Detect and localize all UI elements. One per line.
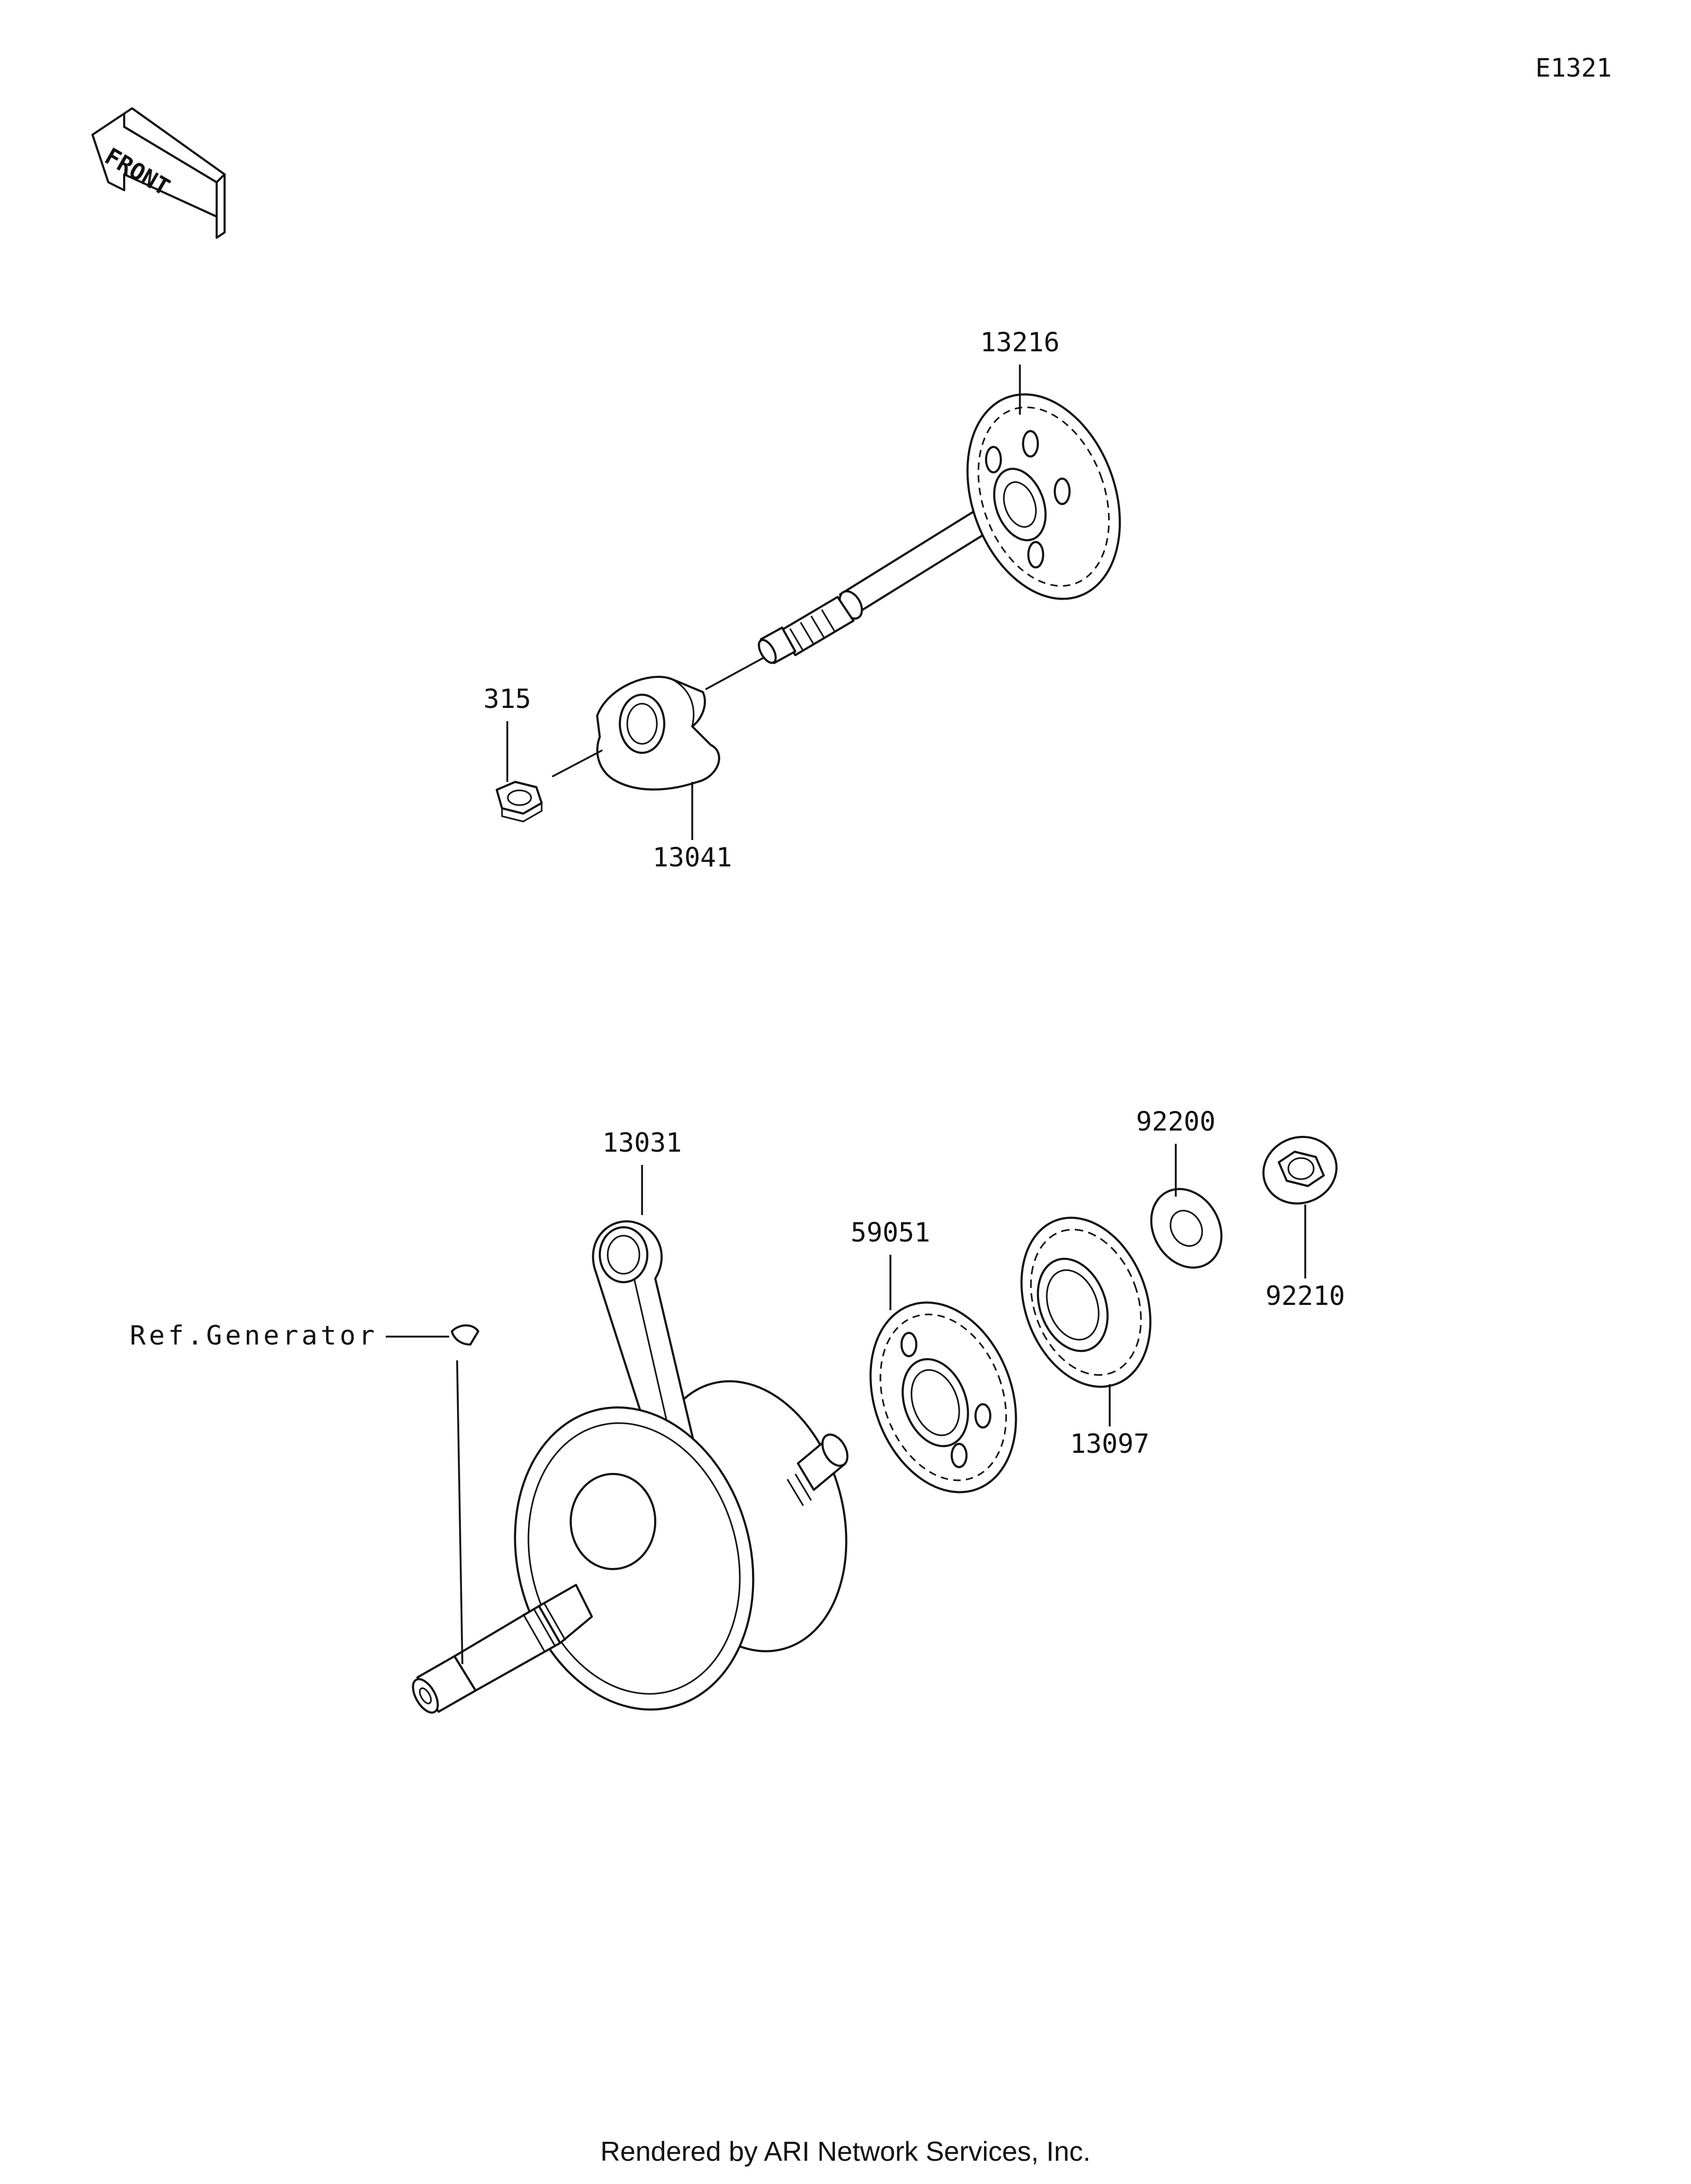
balancer-shaft[interactable] (756, 373, 1147, 666)
part-label-13097[interactable]: 13097 (1070, 1429, 1150, 1459)
balancer-drive-gear[interactable] (846, 1282, 1042, 1513)
shaft-gear-icon (966, 393, 1121, 600)
diagram-code: E1321 (1536, 53, 1612, 83)
part-label-13216[interactable]: 13216 (980, 327, 1060, 358)
flange-nut[interactable] (1254, 1127, 1346, 1214)
ref-generator-label[interactable]: Ref.Generator (130, 1320, 378, 1351)
part-label-92210[interactable]: 92210 (1266, 1281, 1345, 1311)
crankshaft[interactable] (408, 1220, 875, 1737)
part-label-13041[interactable]: 13041 (653, 842, 732, 873)
woodruff-key-icon (451, 1324, 479, 1346)
hex-nut[interactable] (496, 781, 543, 823)
part-label-315[interactable]: 315 (484, 684, 531, 714)
footer-credit: Rendered by ARI Network Services, Inc. (600, 2136, 1091, 2167)
primary-gear[interactable] (999, 1200, 1173, 1405)
part-label-13031[interactable]: 13031 (602, 1127, 682, 1158)
front-arrow-icon: FRONT (91, 107, 226, 239)
washer[interactable] (1137, 1176, 1235, 1280)
part-label-59051[interactable]: 59051 (851, 1217, 931, 1248)
part-label-92200[interactable]: 92200 (1136, 1106, 1216, 1137)
balancer-weight[interactable] (596, 676, 720, 791)
